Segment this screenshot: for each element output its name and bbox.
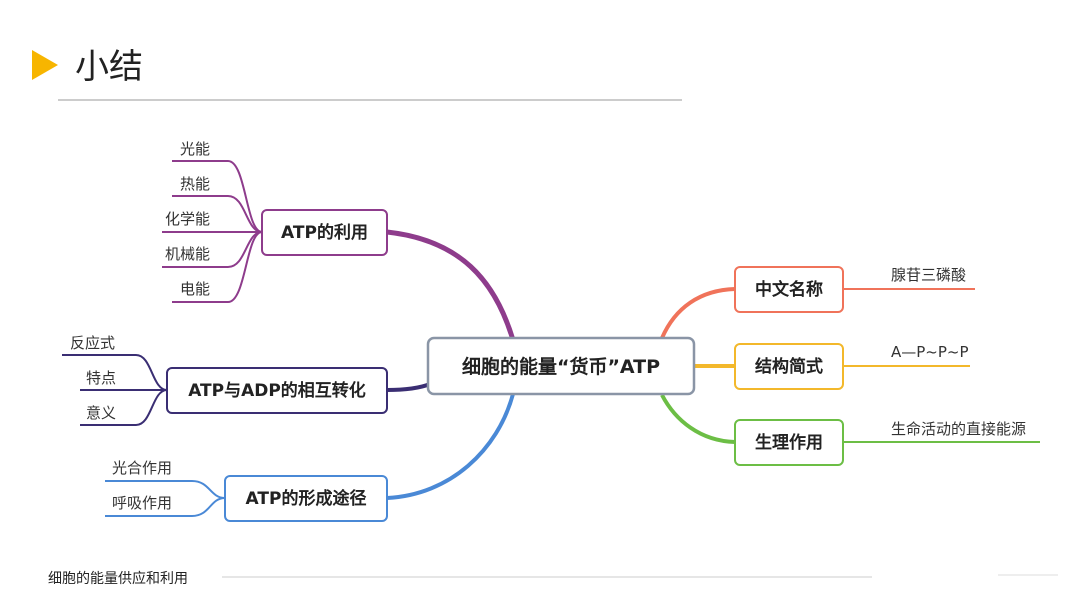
footer-text: 细胞的能量供应和利用	[48, 570, 188, 587]
name-leaf: 腺苷三磷酸	[891, 266, 966, 284]
node-func-label: 生理作用	[755, 432, 823, 453]
conv-leaf-2: 特点	[86, 369, 116, 387]
use-leaf-4: 机械能	[165, 245, 210, 263]
connector-form	[386, 393, 515, 500]
use-leaf-3: 化学能	[165, 210, 210, 228]
conv-leaf-1: 反应式	[70, 334, 115, 352]
use-leaf-2: 热能	[180, 175, 210, 193]
node-use	[261, 209, 388, 256]
node-struct-label: 结构简式	[755, 356, 823, 377]
node-use-label: ATP的利用	[281, 222, 368, 243]
form-leaf-1: 光合作用	[112, 459, 172, 477]
use-leaf-lines	[162, 160, 263, 303]
node-conv	[166, 367, 388, 414]
conv-leaf-3: 意义	[86, 404, 116, 422]
connector-func	[660, 394, 736, 444]
play-triangle-icon	[32, 50, 58, 80]
node-conv-label: ATP与ADP的相互转化	[188, 380, 366, 401]
node-name	[734, 266, 844, 313]
connector-use	[386, 229, 516, 341]
form-leaf-2: 呼吸作用	[112, 494, 172, 512]
slide-title: 小结	[75, 47, 143, 87]
form-leaf-lines	[105, 480, 226, 517]
node-form	[224, 475, 388, 522]
center-node-label: 细胞的能量“货币”ATP	[462, 355, 660, 378]
use-leaf-1: 光能	[180, 140, 210, 158]
conv-leaf-lines	[62, 354, 168, 426]
func-leaf: 生命活动的直接能源	[891, 420, 1026, 438]
use-leaf-5: 电能	[180, 280, 210, 298]
node-struct	[734, 343, 844, 390]
node-func	[734, 419, 844, 466]
connector-conv	[386, 382, 431, 392]
node-name-label: 中文名称	[755, 279, 823, 300]
connector-name	[660, 287, 736, 339]
center-node	[426, 336, 696, 396]
node-form-label: ATP的形成途径	[246, 488, 367, 509]
struct-leaf: A—P~P~P	[891, 343, 969, 361]
